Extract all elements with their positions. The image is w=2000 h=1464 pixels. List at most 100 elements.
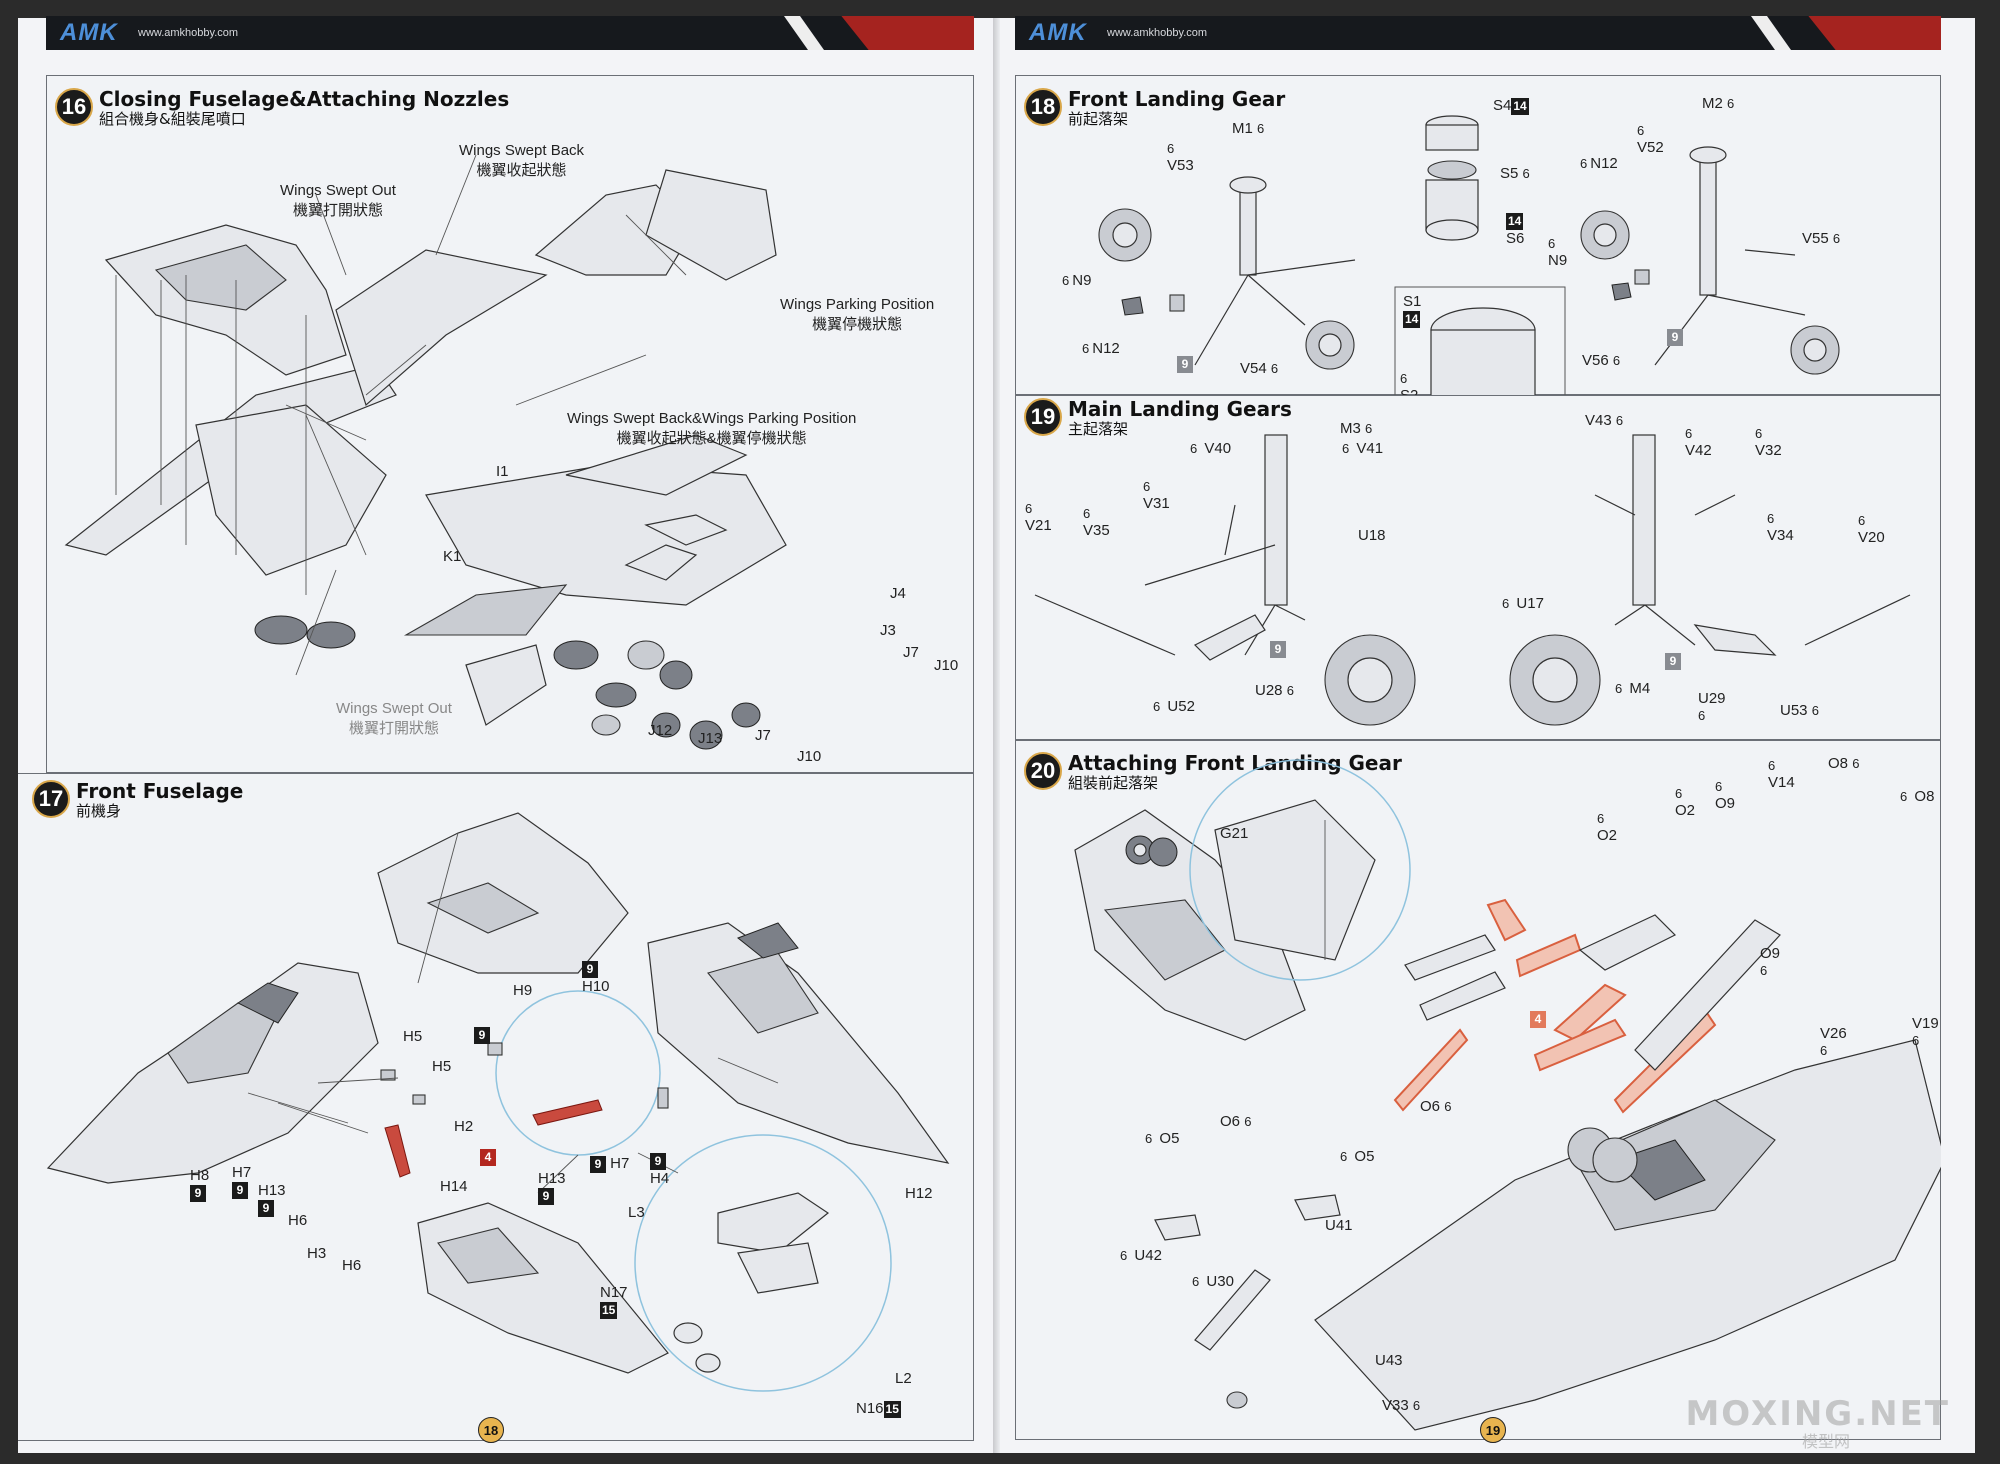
part-4-red-box: 4 [480,1148,496,1166]
part-H5: H5 [403,1028,423,1045]
part-4-orange-box: 4 [1530,1010,1546,1028]
part-G21: G21 [1220,825,1249,842]
page-number-right: 19 [1480,1417,1506,1443]
part-U30: 6 U30 [1192,1273,1234,1290]
step-17-heading: 17 Front Fuselage 前機身 [32,780,243,820]
part-U53: U53 6 [1780,702,1819,719]
part-U18: U18 [1358,527,1386,544]
part-9-box-18b: 9 [1667,328,1683,346]
part-J13: J13 [698,730,723,747]
part-V56: V56 6 [1582,352,1621,369]
header-url: www.amkhobby.com [138,27,239,39]
step-19-title: Main Landing Gears [1068,397,1292,421]
part-O6: O6 6 [1220,1113,1252,1130]
watermark-cn: 模型网 [1801,1432,1850,1451]
part-V40: 6 V40 [1190,440,1232,457]
part-H14: H14 [440,1178,468,1195]
step-19-diagram [1034,434,1911,726]
amk-logo: AMK [60,19,118,46]
part-U52: 6 U52 [1153,698,1195,715]
step-20-title: Attaching Front Landing Gear [1068,751,1402,775]
step-19-subtitle: 主起落架 [1068,420,1129,438]
part-9-box-18a: 9 [1177,355,1193,373]
step-18-title: Front Landing Gear [1068,87,1286,111]
step-16-heading: 16 Closing Fuselage&Attaching Nozzles 組合… [55,88,509,128]
part-U17: 6 U17 [1502,595,1544,612]
part-M3: M3 6 [1340,420,1373,437]
step-20-number: 20 [1024,752,1062,790]
step-19-panel [1015,395,1941,740]
part-M2: M2 6 [1702,95,1735,112]
part-U43: U43 [1375,1352,1403,1369]
part-H7-2: 9 H7 [590,1155,629,1173]
part-O5: 6 O5 [1145,1130,1180,1147]
part-H6-2: H6 [342,1257,362,1274]
part-K1: K1 [443,548,462,565]
part-J10-2: J10 [797,748,822,765]
booklet-spine [993,18,1000,1453]
part-U28: U28 6 [1255,682,1294,699]
part-J4: J4 [890,585,906,602]
step-20-subtitle: 組裝前起落架 [1068,774,1159,792]
part-U41: U41 [1325,1217,1353,1234]
step-16-diagram [64,154,787,750]
part-U42: 6 U42 [1120,1247,1162,1264]
part-O5-2: 6 O5 [1340,1148,1375,1165]
step-16-title: Closing Fuselage&Attaching Nozzles [99,87,510,111]
part-M1: M1 6 [1232,120,1265,137]
step-18-number: 18 [1024,88,1062,126]
part-9-box-19a: 9 [1270,640,1286,658]
part-J12: J12 [648,722,673,739]
part-H5-2: H5 [432,1058,452,1075]
step-17-number: 17 [32,780,70,818]
step-17-subtitle: 前機身 [76,802,122,820]
part-O8-2: 6 O8 [1900,788,1935,805]
part-9-box-a: 9 [474,1026,490,1044]
header-url-right: www.amkhobby.com [1107,27,1208,39]
watermark-text: MOXING.NET [1685,1394,1950,1434]
step-18-heading: 18 Front Landing Gear 前起落架 [1024,88,1285,128]
amk-logo-right: AMK [1029,19,1087,46]
step-20-diagram [1074,759,1941,1431]
part-L2: L2 [895,1370,912,1387]
right-header-bar: AMK www.amkhobby.com [1015,16,1941,50]
part-I1: I1 [496,463,509,480]
part-O6-2: O6 6 [1420,1098,1452,1115]
part-9-box-19b: 9 [1665,652,1681,670]
part-V55: V55 6 [1802,230,1841,247]
part-J7-2: J7 [755,727,771,744]
part-H9: H9 [513,982,533,999]
step-16-subtitle: 組合機身&組裝尾噴口 [99,110,246,128]
